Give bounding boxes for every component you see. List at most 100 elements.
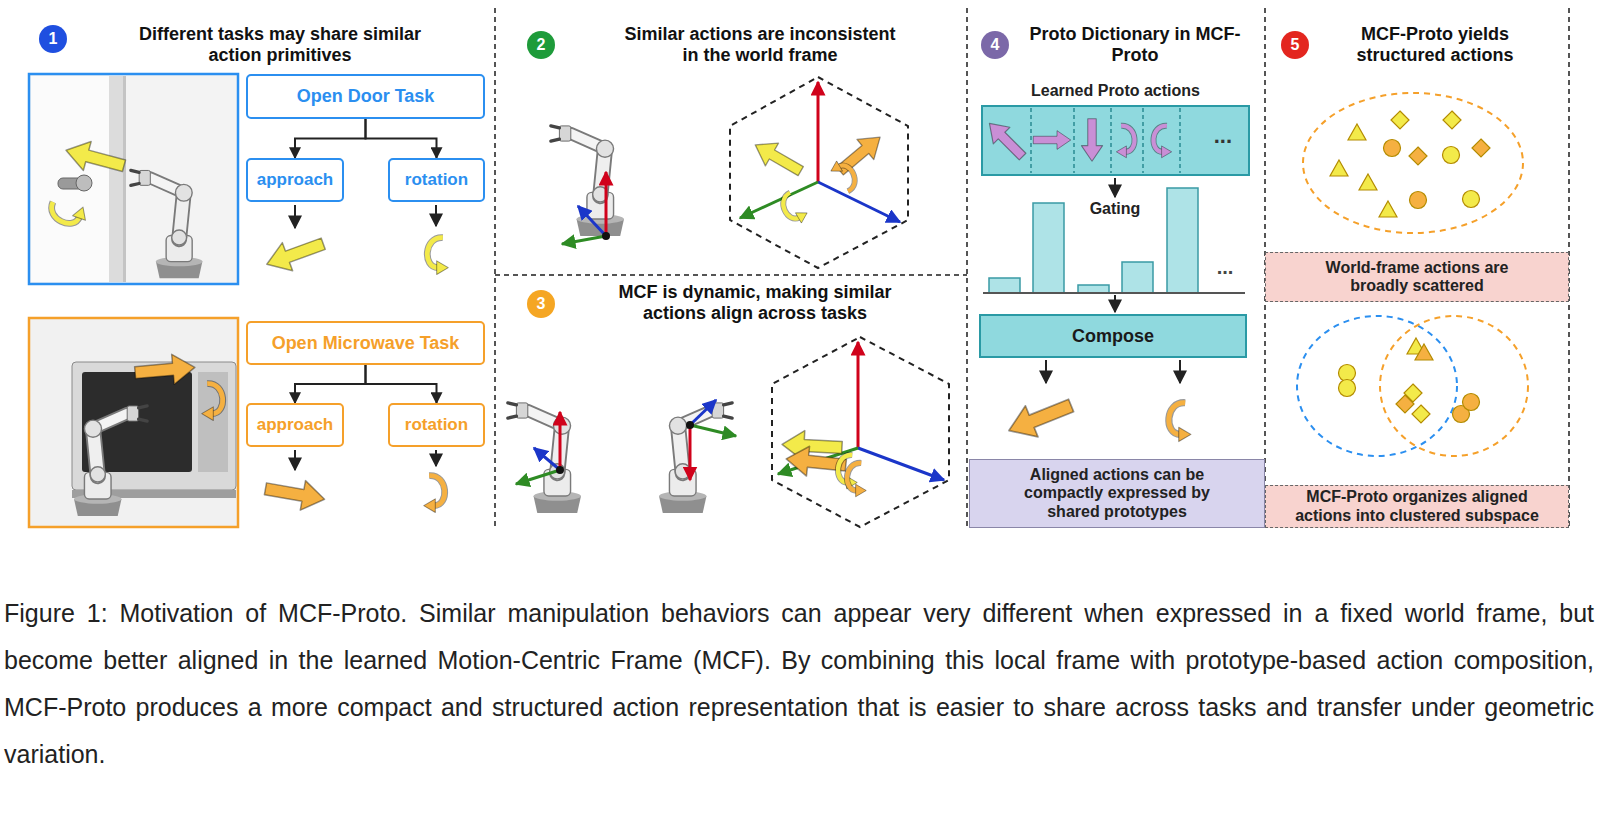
prototype-dictionary-art [1073, 108, 1075, 173]
motion-frame-scene [686, 421, 694, 429]
callout-number: 1 [39, 25, 67, 53]
motion-frame-scene [508, 403, 581, 513]
motion-frame-scene [858, 448, 944, 480]
node-text: 3 [537, 295, 546, 313]
action-scatter [1330, 160, 1348, 176]
node-text: approach [257, 415, 334, 435]
door-scene [62, 136, 128, 181]
node-text: 4 [991, 36, 1000, 54]
composed-actions [1003, 390, 1078, 446]
microwave-scene [29, 318, 238, 527]
gating-bars [983, 188, 1245, 293]
action-scatter [1359, 174, 1377, 190]
connector [295, 119, 366, 158]
action-scatter [1396, 395, 1414, 413]
node-text: rotation [405, 170, 468, 190]
note-band: World-frame actions are broadly scattere… [1265, 252, 1569, 302]
microwave-scene [202, 384, 223, 421]
callout-number: 5 [1281, 31, 1309, 59]
prototype-dictionary-art [1030, 108, 1032, 173]
gating-bars [1078, 285, 1109, 293]
callout-number: 4 [981, 31, 1009, 59]
motion-frame-scene [556, 466, 564, 474]
prototype-dictionary-art [981, 115, 1031, 165]
panel-heading: MCF-Proto yields structured actions [1325, 24, 1545, 66]
action-scatter [1472, 139, 1490, 157]
prototype-dictionary-art [1031, 108, 1180, 173]
connector [366, 365, 437, 403]
world-frame-scene [817, 82, 820, 182]
door-scene [29, 74, 238, 284]
node-text: rotation [405, 415, 468, 435]
action-scatter [1297, 316, 1457, 456]
primitive-box: approach [246, 158, 344, 202]
action-scatter [1415, 344, 1433, 360]
action-scatter [1303, 93, 1523, 233]
primitive-icon [262, 230, 329, 279]
callout-number: 3 [527, 290, 555, 318]
microwave-scene [134, 352, 196, 387]
gating-bars [983, 292, 1245, 294]
world-frame-scene [551, 126, 624, 236]
world-frame-scene [730, 77, 908, 268]
motion-frame-scene [847, 463, 866, 497]
action-scatter [1380, 316, 1528, 456]
prototype-dictionary-art [981, 106, 1249, 197]
motion-frame-scene [689, 425, 692, 480]
callout-number: 2 [527, 31, 555, 59]
microwave-scene [74, 406, 147, 516]
prototype-dictionary-art [1179, 108, 1181, 173]
composed-actions [1169, 403, 1191, 442]
node-text: Learned Proto actions [983, 82, 1248, 100]
prototype-dictionary-art [1033, 131, 1071, 150]
world-frame-scene [828, 157, 860, 194]
task-box: Open Microwave Task [246, 321, 485, 365]
node-text: MCF-Proto organizes aligned actions into… [1288, 488, 1546, 525]
action-scatter [1443, 111, 1461, 129]
node-text: Compose [1072, 326, 1154, 347]
action-scatter [1463, 394, 1480, 411]
ellipsis: ... [1205, 256, 1245, 279]
gating-bars [1033, 203, 1064, 293]
motion-frame-scene [508, 337, 949, 527]
panel-separator [495, 8, 1569, 528]
primitive-icon [294, 450, 296, 470]
prototype-dictionary-art [1081, 119, 1102, 161]
primitive-box: approach [246, 403, 344, 447]
note-band: MCF-Proto organizes aligned actions into… [1265, 485, 1569, 528]
panel-heading: MCF is dynamic, making similar actions a… [605, 282, 905, 324]
composed-actions [1114, 295, 1116, 312]
connector [295, 365, 366, 403]
world-frame-scene [605, 172, 608, 236]
action-scatter [1409, 147, 1427, 165]
door-scene [109, 76, 123, 282]
action-scatter [1410, 192, 1427, 209]
prototype-dictionary-art [1114, 178, 1116, 197]
prototype-dictionary-art [982, 106, 1249, 175]
world-frame-scene [602, 232, 610, 240]
node-text: ... [1214, 123, 1232, 148]
connector [366, 119, 437, 158]
motion-frame-scene [772, 337, 949, 527]
door-scene [29, 74, 238, 284]
primitive-icon [263, 474, 327, 514]
primitive-icon [435, 205, 437, 226]
summary-band: Aligned actions can be compactly express… [969, 459, 1265, 528]
composed-actions [1045, 360, 1047, 383]
motion-frame-scene [516, 470, 560, 484]
world-frame-scene [831, 127, 888, 181]
composed-actions [1179, 360, 1181, 383]
motion-frame-scene [857, 342, 860, 448]
node-text: 5 [1291, 36, 1300, 54]
motion-frame-scene [690, 425, 736, 436]
motion-frame-scene [559, 412, 562, 470]
gating-bars [1167, 188, 1198, 293]
node-text: approach [257, 170, 334, 190]
primitive-icon [435, 450, 437, 466]
figure-caption: Figure 1: Motivation of MCF-Proto. Simil… [4, 590, 1594, 778]
door-scene [131, 170, 203, 278]
primitive-box: rotation [388, 403, 485, 447]
world-frame-scene [578, 206, 606, 236]
action-scatter [1443, 147, 1460, 164]
